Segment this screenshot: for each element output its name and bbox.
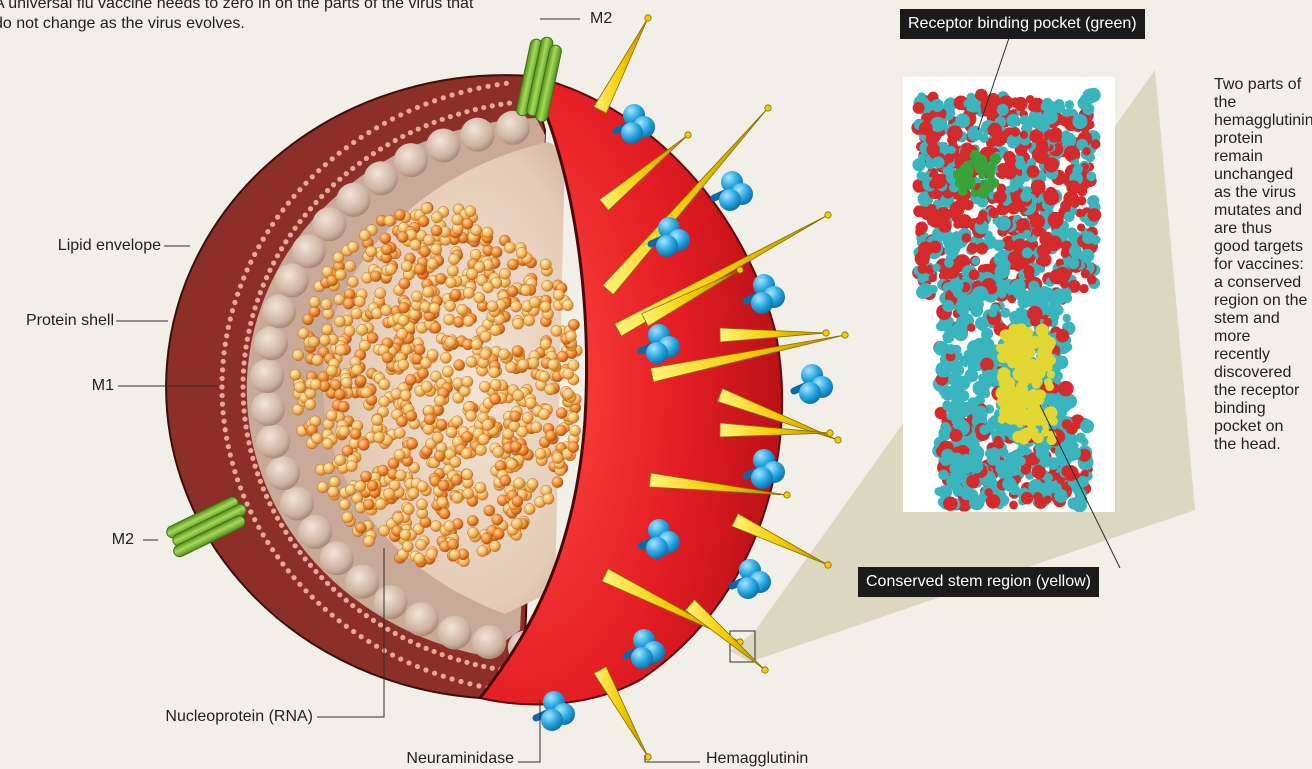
receptor-binding-callout: Receptor binding pocket (green) <box>900 9 1145 39</box>
m2-left-label: M2 <box>90 531 134 549</box>
lipid-envelope-label: Lipid envelope <box>20 237 161 255</box>
side-note: Two parts of the hemagglutinin protein r… <box>1214 76 1310 454</box>
m2-top-label: M2 <box>590 10 612 28</box>
hemagglutinin-label: Hemagglutinin <box>706 750 808 768</box>
intro-text: A universal flu vaccine needs to zero in… <box>0 0 494 34</box>
nucleoprotein-label: Nucleoprotein (RNA) <box>120 708 313 726</box>
protein-shell-label: Protein shell <box>0 312 114 330</box>
m1-label: M1 <box>60 377 114 395</box>
conserved-stem-callout: Conserved stem region (yellow) <box>858 567 1099 597</box>
neuraminidase-label: Neuraminidase <box>380 750 514 768</box>
